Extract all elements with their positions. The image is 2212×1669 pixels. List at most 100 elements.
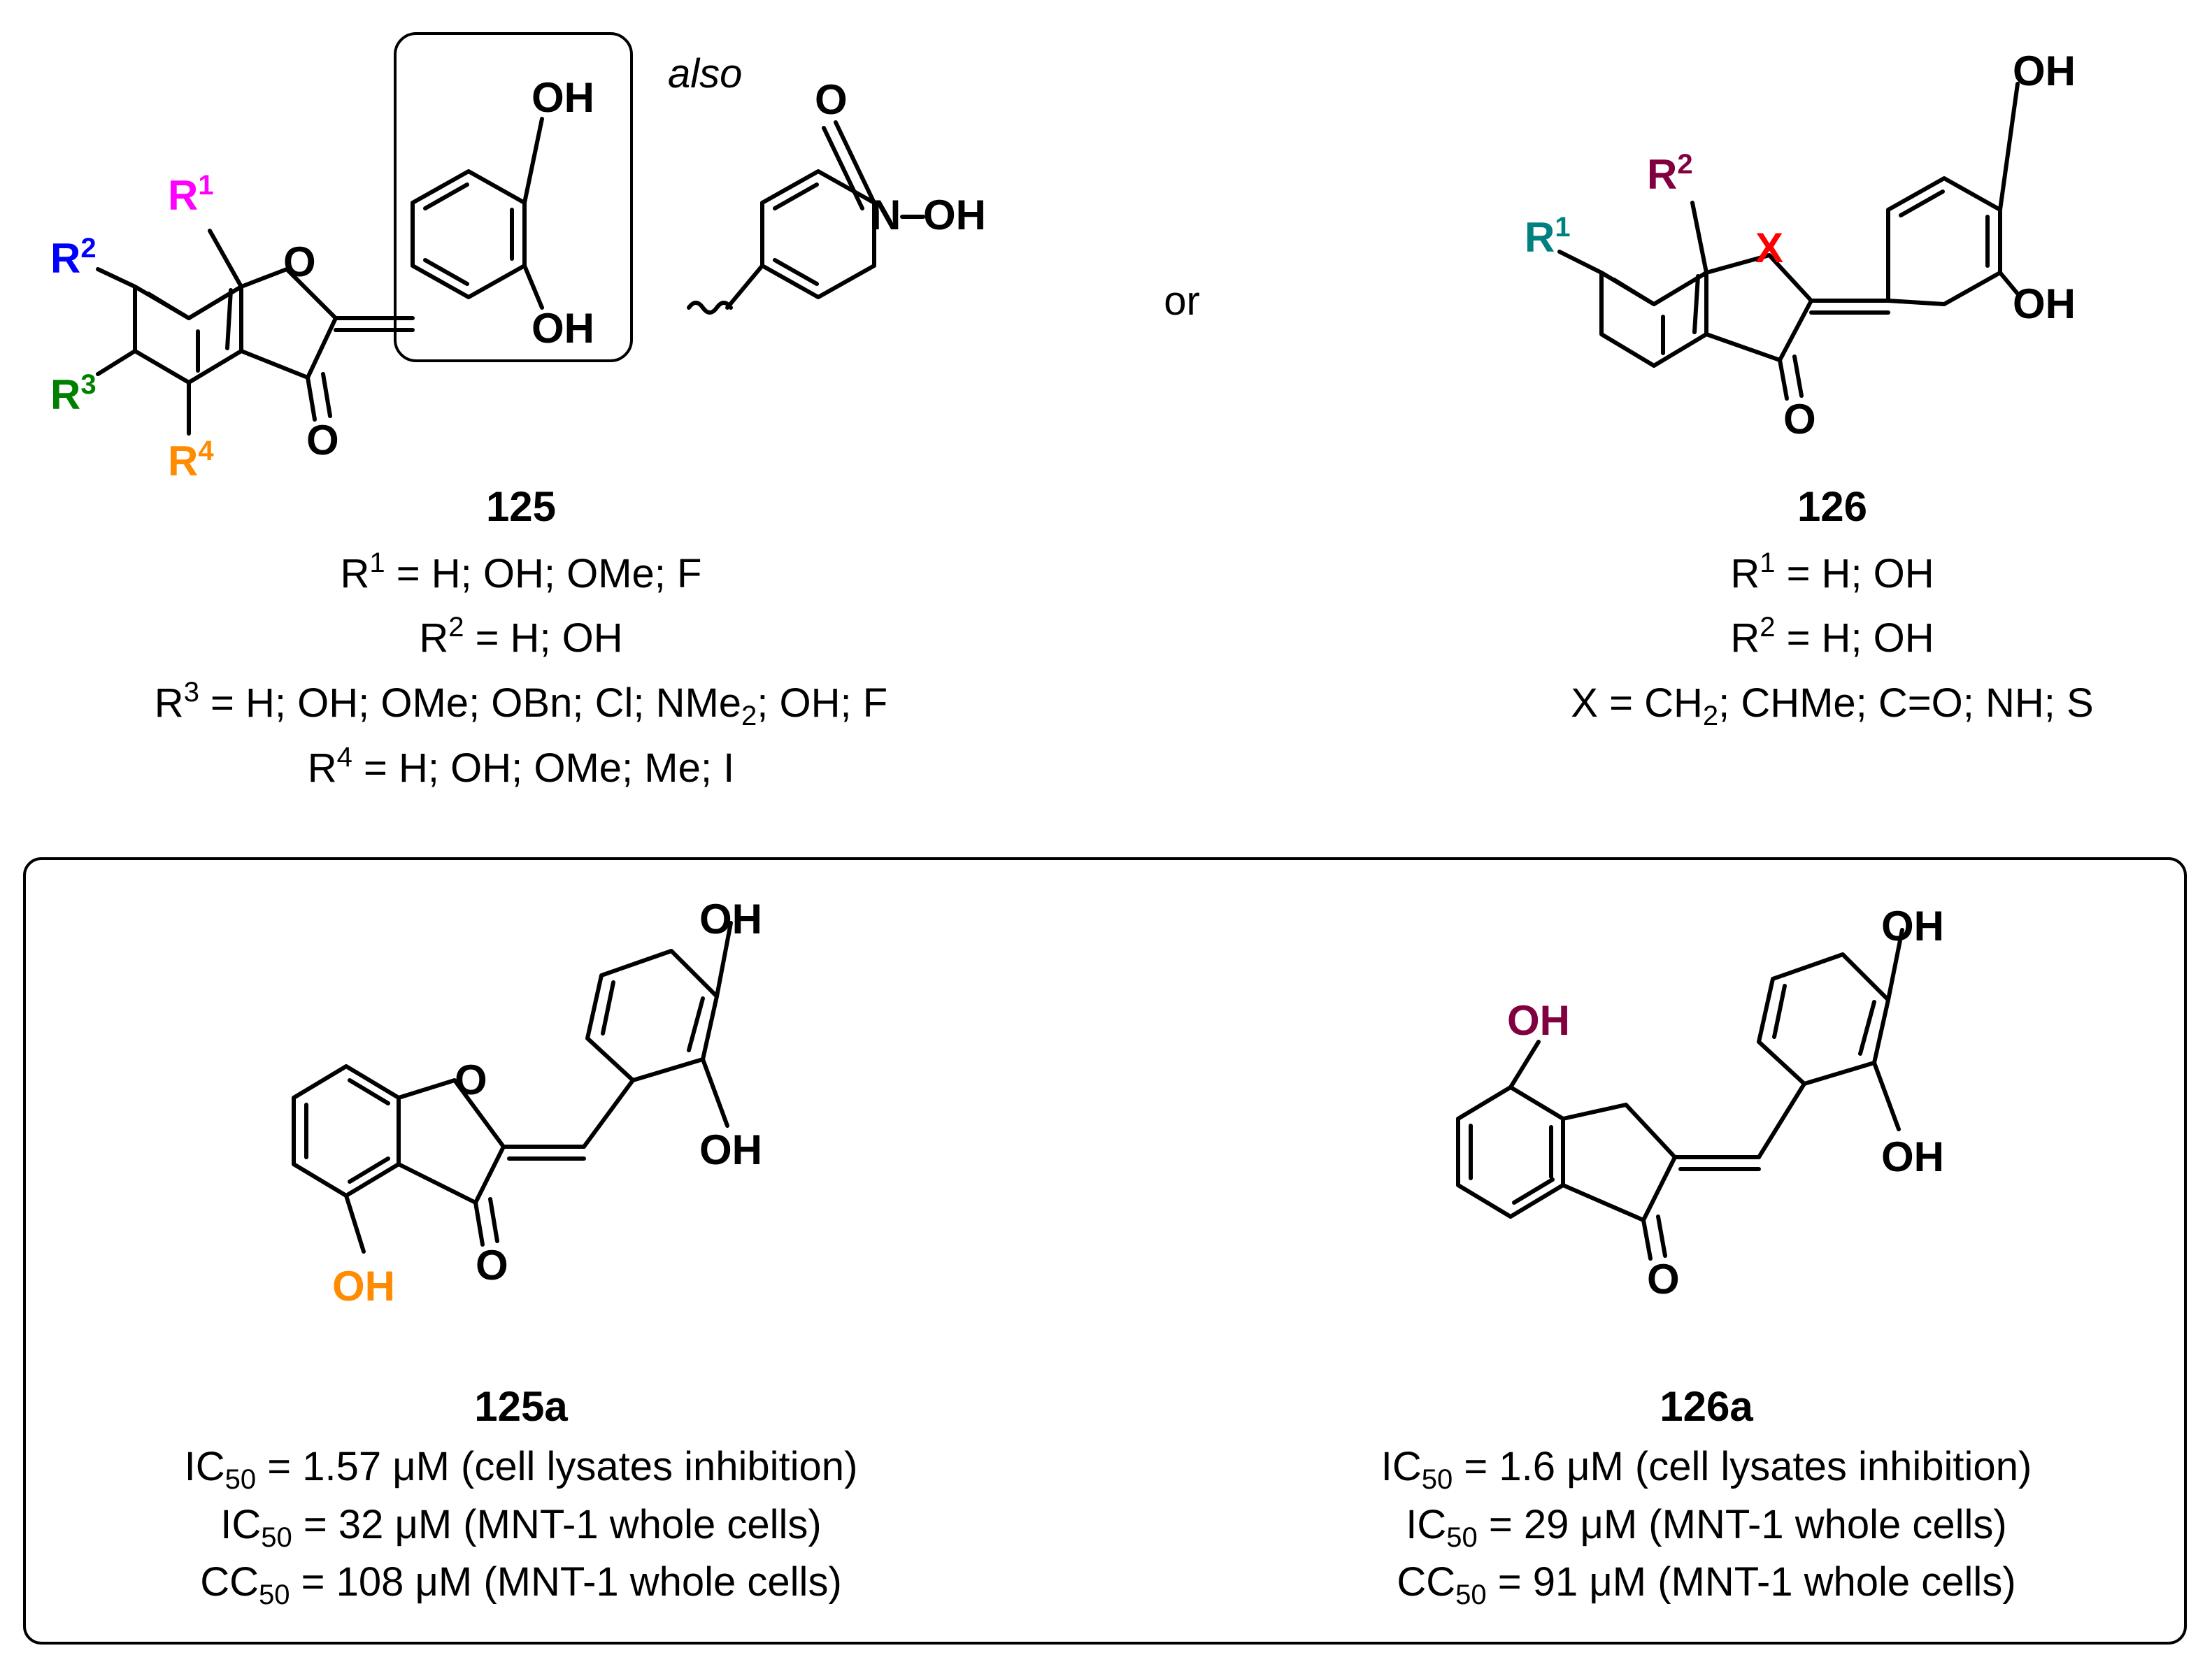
c126a-oh-bond xyxy=(1872,1061,1901,1131)
c125-co-bond xyxy=(306,375,317,422)
c126-r1-label: R1 xyxy=(1525,212,1571,261)
c125-pyridone-nitrogen: N xyxy=(871,192,901,238)
c125-inner-bond xyxy=(225,288,233,350)
compound-126a-structure xyxy=(1456,928,1904,1261)
c126-resorcinol-inner xyxy=(1899,189,1945,217)
c126a-oh-colored: OH xyxy=(1507,997,1570,1044)
c126-compound-number: 126 xyxy=(1797,483,1867,530)
c125-r3-label: R3 xyxy=(50,369,97,418)
c126a-carbonyl-oxygen: O xyxy=(1647,1256,1680,1303)
c125a-oh-bond xyxy=(715,921,733,998)
c125-resorcinol-box xyxy=(394,32,633,362)
c125-benzene-ring xyxy=(133,285,243,385)
c125-pyridone-inner xyxy=(773,258,819,286)
c125a-link-bond xyxy=(582,1078,635,1149)
c126a-inner-bond xyxy=(1512,1177,1555,1205)
c126-x-definition: X = CH2; CHMe; C=O; NH; S xyxy=(1571,680,2093,731)
c125a-resorcinol-inner xyxy=(687,996,705,1052)
c126-x-atom: X xyxy=(1755,224,1783,271)
c125-also-label: also xyxy=(668,51,742,96)
lead-compounds-frame xyxy=(23,857,2187,1645)
c125-co-bond xyxy=(321,372,332,418)
c126a-benzene-ring xyxy=(1456,1085,1565,1219)
c126-resorcinol-ring xyxy=(1886,176,2002,306)
c125-r3-bond xyxy=(96,349,137,376)
c126a-resorcinol-inner xyxy=(1858,1000,1876,1056)
c125-r1-label: R1 xyxy=(168,170,214,219)
c125-pyridone-link xyxy=(725,264,764,310)
c125-resorcinol-inner xyxy=(423,258,469,286)
c125-oh-bond xyxy=(522,117,544,205)
c126a-oh-top: OH xyxy=(1881,903,1944,950)
c126-r2-bond xyxy=(1690,201,1708,275)
c125-r2-label: R2 xyxy=(50,233,97,282)
c125a-ic50-lysates: IC50 = 1.57 μM (cell lysates inhibition) xyxy=(185,1444,858,1495)
compound-125a-structure xyxy=(292,921,733,1254)
c126a-cc50-cells: CC50 = 91 μM (MNT-1 whole cells) xyxy=(1397,1559,2015,1610)
c125a-ic50-cells: IC50 = 32 μM (MNT-1 whole cells) xyxy=(220,1502,822,1553)
c126a-five-ring xyxy=(1561,1103,1677,1222)
c126-r2-definition: R2 = H; OH xyxy=(1730,612,1934,661)
c126a-ic50-lysates: IC50 = 1.6 μM (cell lysates inhibition) xyxy=(1381,1444,2032,1495)
c125-wavy-bond xyxy=(687,301,733,315)
c126-oh-bond xyxy=(1998,82,2020,212)
c126a-resorcinol-inner xyxy=(1772,984,1787,1039)
c125-resorcinol-inner xyxy=(423,182,469,210)
c126-oh-top: OH xyxy=(2013,48,2076,94)
c125-oh-top: OH xyxy=(531,74,594,121)
c126a-ic50-cells: IC50 = 29 μM (MNT-1 whole cells) xyxy=(1406,1502,2007,1553)
c125a-cc50-cells: CC50 = 108 μM (MNT-1 whole cells) xyxy=(200,1559,842,1610)
c125a-benzene-ring xyxy=(292,1064,401,1198)
c126a-link-bond xyxy=(1757,1082,1806,1159)
c125-r2-bond xyxy=(96,267,137,289)
c126a-oh-bottom: OH xyxy=(1881,1133,1944,1180)
c125a-oh-bottom: OH xyxy=(699,1126,762,1173)
c125a-oh-colored-bond xyxy=(344,1194,366,1254)
c125a-co-bond xyxy=(488,1197,499,1243)
c126a-oh-bond xyxy=(1886,928,1904,1002)
c125a-resorcinol-inner xyxy=(601,980,615,1036)
c125-pyridone-co xyxy=(834,120,876,205)
c125-pyridone-inner xyxy=(773,182,819,210)
c125a-co-bond xyxy=(473,1201,485,1247)
c125a-furanone-ring xyxy=(397,1078,506,1205)
c126-r1-bond xyxy=(1557,250,1604,275)
c125-r4-label: R4 xyxy=(168,436,214,485)
c125a-carbonyl-oxygen: O xyxy=(476,1242,508,1289)
c125-r3-definition: R3 = H; OH; OMe; OBn; Cl; NMe2; OH; F xyxy=(155,677,887,731)
c125-oh-bottom: OH xyxy=(531,305,594,352)
compound-125-structure xyxy=(96,32,925,436)
c125-r4-definition: R4 = H; OH; OMe; Me; I xyxy=(308,742,734,791)
c125-r2-definition: R2 = H; OH xyxy=(419,612,622,661)
c125-inner-bond xyxy=(146,292,187,318)
c125-compound-number: 125 xyxy=(486,483,556,530)
c125-oh-bond xyxy=(522,264,544,310)
c125-pyridone-oh: OH xyxy=(923,192,986,238)
c126a-oh-colored-bond xyxy=(1508,1040,1541,1089)
c125-ring-oxygen: O xyxy=(283,238,316,285)
or-label: or xyxy=(1164,278,1200,324)
c125-pyridone-oxygen: O xyxy=(815,76,848,123)
c126a-co-bond xyxy=(1656,1215,1667,1258)
c126-carbonyl-oxygen: O xyxy=(1783,396,1816,443)
c126-benzene-ring xyxy=(1599,271,1708,368)
c125a-oh-top: OH xyxy=(699,896,762,943)
c125a-oh-bond xyxy=(701,1057,729,1128)
c125-pyridone-ring xyxy=(760,169,876,299)
c125-furanone-ring xyxy=(239,267,338,380)
compound-126-structure xyxy=(1557,82,2020,401)
c125a-compound-number: 125a xyxy=(474,1383,568,1430)
c125-pyridone-co xyxy=(822,126,864,210)
c126-oh-bottom: OH xyxy=(2013,280,2076,327)
c126-inner-bond xyxy=(1692,274,1700,334)
c125-r1-bond xyxy=(208,229,243,289)
c126-inner-bond xyxy=(1612,278,1653,304)
c126a-co-bond xyxy=(1641,1218,1653,1261)
c126-co-bond xyxy=(1792,354,1804,398)
c126-oh-bond xyxy=(1998,271,2020,296)
c125a-ring-oxygen: O xyxy=(455,1056,487,1103)
c125-carbonyl-oxygen: O xyxy=(306,417,339,464)
c126-co-bond xyxy=(1778,358,1789,401)
c126-r2-label: R2 xyxy=(1647,149,1693,198)
